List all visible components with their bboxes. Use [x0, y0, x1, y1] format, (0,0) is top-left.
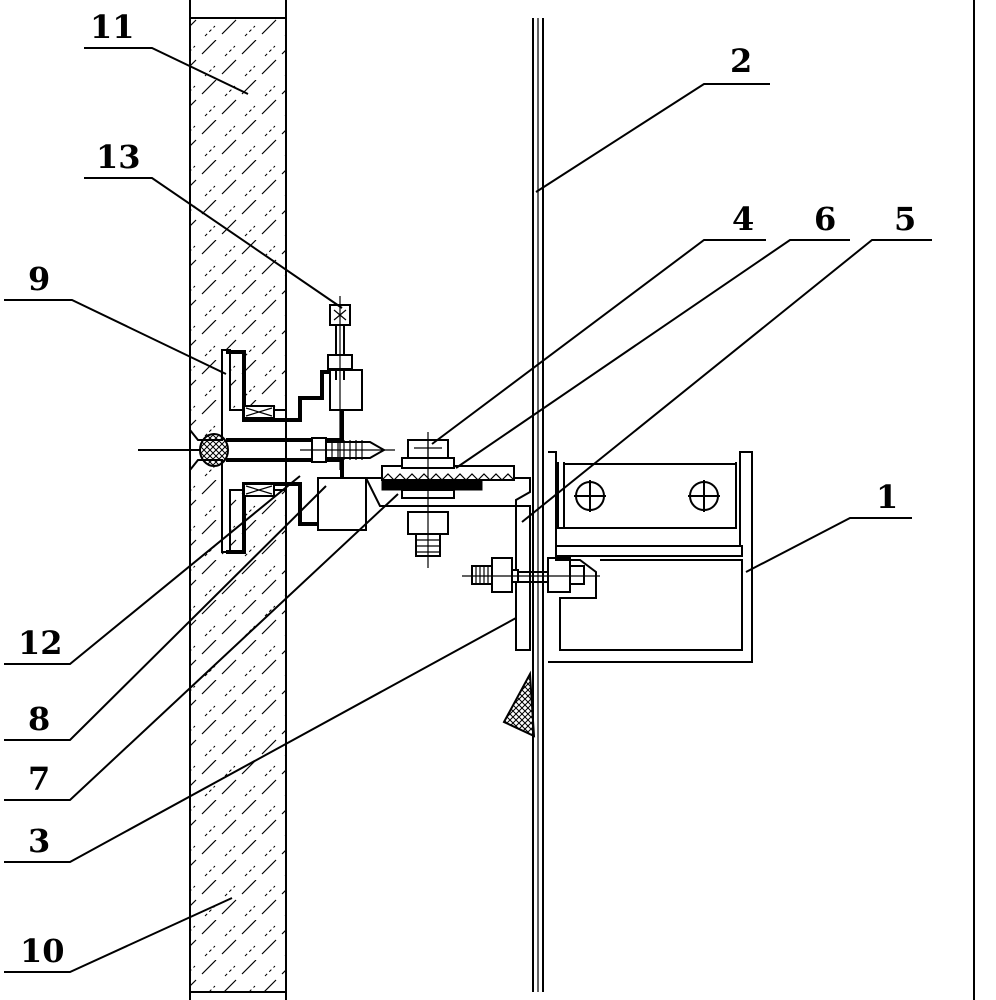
label-6: 6 — [814, 200, 836, 238]
horizontal-bolt — [462, 557, 600, 593]
label-1: 1 — [876, 478, 898, 516]
label-9: 9 — [28, 260, 50, 298]
label-8: 8 — [28, 700, 50, 738]
adjusting-bolt — [327, 296, 353, 470]
label-13: 13 — [96, 138, 141, 176]
label-11: 11 — [90, 8, 135, 46]
main-bolt — [401, 432, 455, 568]
label-4: 4 — [732, 200, 754, 238]
label-5: 5 — [894, 200, 916, 238]
sealant-joint — [138, 433, 229, 467]
label-3: 3 — [28, 822, 50, 860]
label-12: 12 — [18, 624, 63, 662]
angle-bracket — [364, 477, 531, 651]
aluminum-profile — [548, 451, 753, 663]
rubber-pad — [381, 479, 483, 491]
label-2: 2 — [730, 42, 752, 80]
self-tapping-screw — [300, 437, 395, 463]
leader-lines — [4, 47, 932, 973]
glass-seal-block — [502, 670, 536, 738]
glass-panel — [532, 18, 544, 992]
screw-head-right — [688, 480, 720, 512]
label-10: 10 — [20, 932, 65, 970]
screw-head-left — [574, 480, 606, 512]
stone-panel-upper — [189, 17, 287, 441]
label-7: 7 — [28, 760, 50, 798]
